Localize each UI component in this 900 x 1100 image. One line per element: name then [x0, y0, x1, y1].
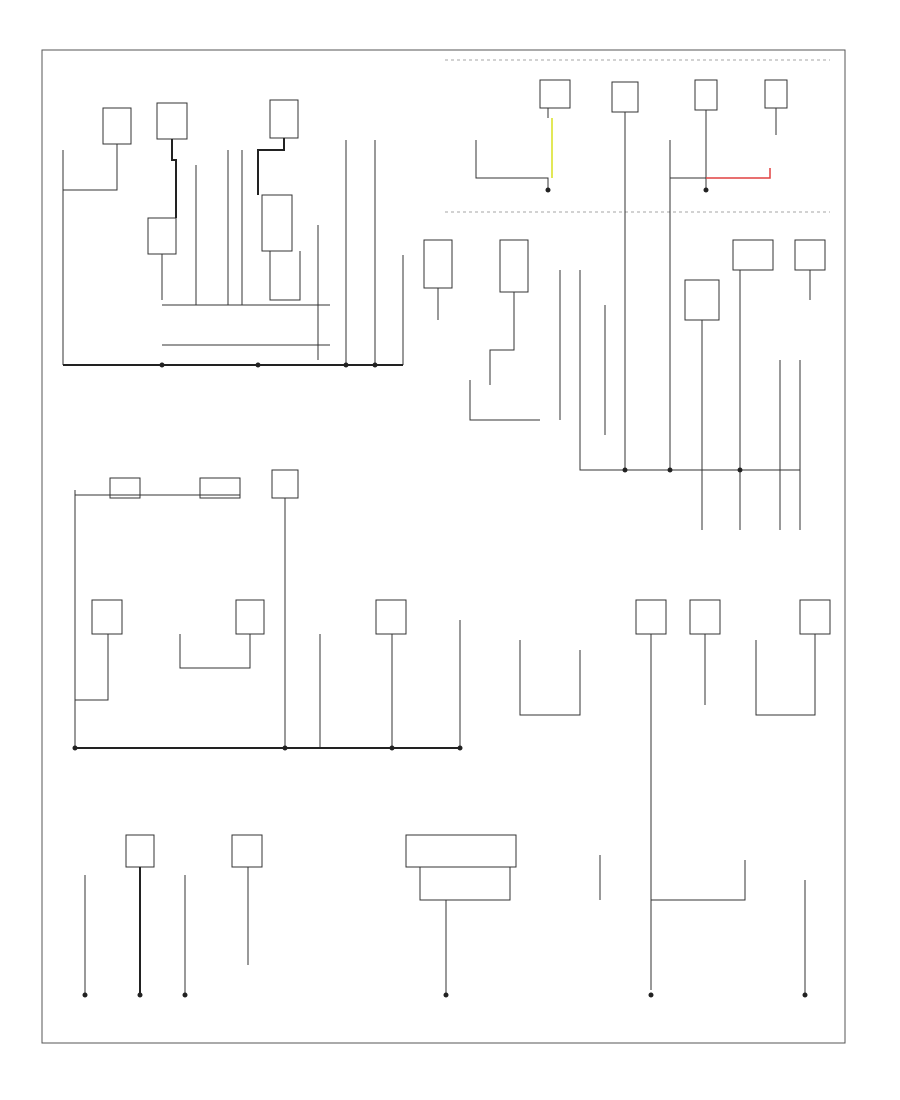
- wire: [75, 634, 109, 701]
- component-box: [499, 239, 529, 293]
- ground-point: [282, 745, 288, 751]
- ground-point: [255, 362, 261, 368]
- ground-point: [343, 362, 349, 368]
- component-box: [91, 599, 123, 635]
- component-box: [539, 79, 571, 109]
- wire: [171, 139, 177, 218]
- ground-point: [372, 362, 378, 368]
- wire: [419, 867, 511, 901]
- component-box: [235, 599, 265, 635]
- diagram-frame: [41, 49, 846, 1044]
- component-box: [794, 239, 826, 271]
- section-top-right: [475, 79, 788, 470]
- component-box: [423, 239, 453, 289]
- component-box: [125, 834, 155, 868]
- ground-point: [737, 467, 743, 473]
- component-box: [269, 99, 299, 139]
- component-box: [102, 107, 132, 145]
- component-box: [271, 469, 299, 499]
- component-box: [689, 599, 721, 635]
- section-top-left: [62, 99, 404, 368]
- wire: [162, 304, 330, 346]
- component-box: [375, 599, 407, 635]
- component-box: [109, 477, 141, 499]
- section-bottom: [82, 834, 808, 998]
- wire: [579, 270, 800, 471]
- component-box: [261, 194, 293, 252]
- ground-point: [182, 992, 188, 998]
- ground-point: [667, 467, 673, 473]
- wire: [489, 292, 515, 385]
- component-box: [799, 599, 831, 635]
- ground-point: [137, 992, 143, 998]
- component-box: [156, 102, 188, 140]
- section-middle-left: [72, 469, 831, 990]
- wire: [651, 860, 746, 901]
- wire: [257, 138, 285, 195]
- wire: [519, 640, 581, 716]
- ground-point: [72, 745, 78, 751]
- component-box: [611, 81, 639, 113]
- highlight-wire-red: [706, 168, 771, 179]
- ground-point: [159, 362, 165, 368]
- wire: [755, 634, 816, 716]
- wire: [179, 634, 251, 669]
- wire: [475, 140, 549, 190]
- wire: [63, 144, 118, 191]
- ground-point: [802, 992, 808, 998]
- ground-point: [443, 992, 449, 998]
- ground-point: [389, 745, 395, 751]
- section-middle-right: [423, 239, 826, 530]
- component-box: [635, 599, 667, 635]
- component-box: [147, 217, 177, 255]
- wire: [469, 380, 540, 421]
- ground-point: [545, 187, 551, 193]
- ground-point: [648, 992, 654, 998]
- component-box: [694, 79, 718, 111]
- ground-point: [622, 467, 628, 473]
- wire: [269, 251, 301, 301]
- component-box: [732, 239, 774, 271]
- component-box: [405, 834, 517, 868]
- component-box: [684, 279, 720, 321]
- component-box: [199, 477, 241, 499]
- ground-point: [457, 745, 463, 751]
- ground-point: [82, 992, 88, 998]
- component-box: [231, 834, 263, 868]
- component-box: [764, 79, 788, 109]
- ground-point: [703, 187, 709, 193]
